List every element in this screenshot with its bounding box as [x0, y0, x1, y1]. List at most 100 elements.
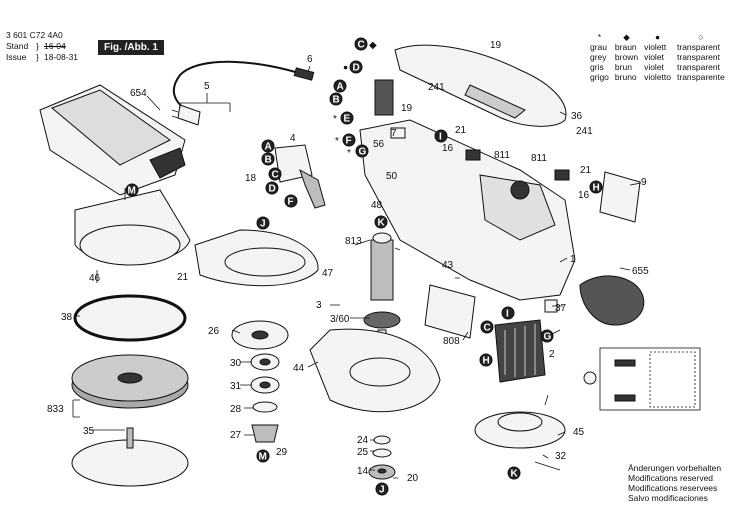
window-808 — [424, 284, 476, 339]
legend-cell: violet — [644, 52, 664, 62]
power-cord — [171, 60, 315, 126]
label-44: 44 — [293, 363, 305, 374]
label-833: 833 — [47, 404, 64, 415]
label-37: 37 — [555, 303, 567, 314]
marker-h-stator: H — [483, 356, 490, 367]
legend-cell: braun — [614, 42, 637, 52]
marker-j-top: J — [260, 219, 266, 230]
top-cover-36 — [394, 44, 567, 127]
eccentric-27 — [251, 424, 279, 443]
marker-b-top: B — [333, 95, 340, 106]
legend-cell: gris — [590, 62, 604, 72]
label-6: 6 — [307, 54, 313, 65]
legend-cell: transparent — [677, 52, 720, 62]
label-654: 654 — [130, 88, 147, 99]
label-655: 655 — [632, 266, 649, 277]
label-26: 26 — [208, 326, 220, 337]
label-46: 46 — [89, 273, 101, 284]
note-line: Salvo modificaciones — [628, 493, 708, 503]
dust-box-654 — [39, 84, 186, 196]
marker-b-switch: B — [265, 155, 272, 166]
label-9: 9 — [641, 177, 647, 188]
power-cable-655 — [579, 275, 645, 326]
label-32: 32 — [555, 451, 567, 462]
label-808: 808 — [443, 336, 460, 347]
label-28: 28 — [230, 404, 242, 415]
label-16a: 16 — [442, 143, 454, 154]
marker-k-bottom: K — [511, 469, 519, 480]
color-indicators: ◆ ● * * * — [333, 40, 377, 159]
label-38: 38 — [61, 312, 73, 323]
label-241b: 241 — [576, 126, 593, 137]
label-21b: 21 — [580, 165, 592, 176]
label-19b: 19 — [401, 103, 413, 114]
stand-value: 16-04 — [44, 41, 66, 51]
note-line: Modifications reserved — [628, 473, 714, 483]
fan-cover-47 — [194, 229, 319, 287]
legend-cell: transparent — [677, 42, 720, 52]
label-3-60: 3/60 — [330, 314, 350, 325]
star-symbol-e: * — [333, 114, 337, 125]
marker-k-top: K — [378, 218, 386, 229]
legend-cell: bruno — [614, 72, 637, 82]
legend-cell: transparent — [677, 62, 720, 72]
leader-lines — [72, 65, 642, 479]
legend-cell: brown — [614, 52, 639, 62]
issue-label: Issue — [6, 52, 27, 62]
washer-24 — [373, 435, 391, 445]
bearing-31 — [250, 376, 280, 394]
star-symbol-f: * — [335, 136, 339, 147]
legend-symbol-brown: ◆ — [623, 32, 630, 42]
label-47: 47 — [322, 268, 334, 279]
armature-3 — [363, 239, 401, 346]
label-4: 4 — [290, 133, 296, 144]
label-29: 29 — [276, 447, 288, 458]
stator-2 — [494, 319, 546, 383]
issue-value: 18-08-31 — [44, 52, 79, 62]
label-56: 56 — [373, 139, 385, 150]
marker-callouts: C D A B E F G I H A B C D F M J K M J K … — [125, 37, 603, 496]
legend-symbol-grey: * — [597, 32, 602, 42]
label-25: 25 — [357, 447, 369, 458]
label-16b: 16 — [578, 190, 590, 201]
note-line: Modifications reservees — [628, 483, 718, 493]
marker-h-right: H — [593, 183, 600, 194]
legend-cell: violetto — [644, 72, 671, 82]
legend-cell: transparente — [677, 72, 725, 82]
label-14: 14 — [357, 466, 369, 477]
star-symbol-g: * — [347, 148, 351, 159]
figure-label: Fig. /Abb. 1 — [98, 40, 164, 55]
marker-g-top: G — [359, 147, 367, 158]
label-24: 24 — [357, 435, 369, 446]
fan-26 — [231, 320, 289, 350]
sanding-pad-833 — [71, 354, 189, 409]
label-811a: 811 — [494, 150, 510, 161]
legend-cell: grey — [590, 52, 607, 62]
label-36: 36 — [571, 111, 583, 122]
label-241a: 241 — [428, 82, 445, 93]
part-labels: 654 5 6 4 18 19 19 241 241 36 7 56 21 16… — [47, 40, 649, 484]
label-45: 45 — [573, 427, 585, 438]
marker-d-switch: D — [269, 184, 276, 195]
label-31: 31 — [230, 381, 242, 392]
washer-28 — [252, 401, 278, 413]
marker-c-switch: C — [272, 170, 279, 181]
diamond-symbol: ◆ — [369, 40, 377, 51]
label-18: 18 — [245, 173, 257, 184]
marker-f-top: F — [346, 136, 352, 147]
label-7: 7 — [391, 128, 397, 139]
marker-f-switch: F — [288, 197, 294, 208]
label-21a: 21 — [455, 125, 467, 136]
housing-1 — [359, 119, 576, 301]
washer-25 — [372, 448, 392, 458]
label-43: 43 — [442, 260, 454, 271]
legend-cell: grigo — [590, 72, 609, 82]
legend-cell: brun — [614, 62, 632, 72]
marker-a-switch: A — [265, 142, 272, 153]
marker-j-bottom: J — [379, 485, 385, 496]
label-20: 20 — [407, 473, 419, 484]
marker-c-top: C — [358, 40, 365, 51]
